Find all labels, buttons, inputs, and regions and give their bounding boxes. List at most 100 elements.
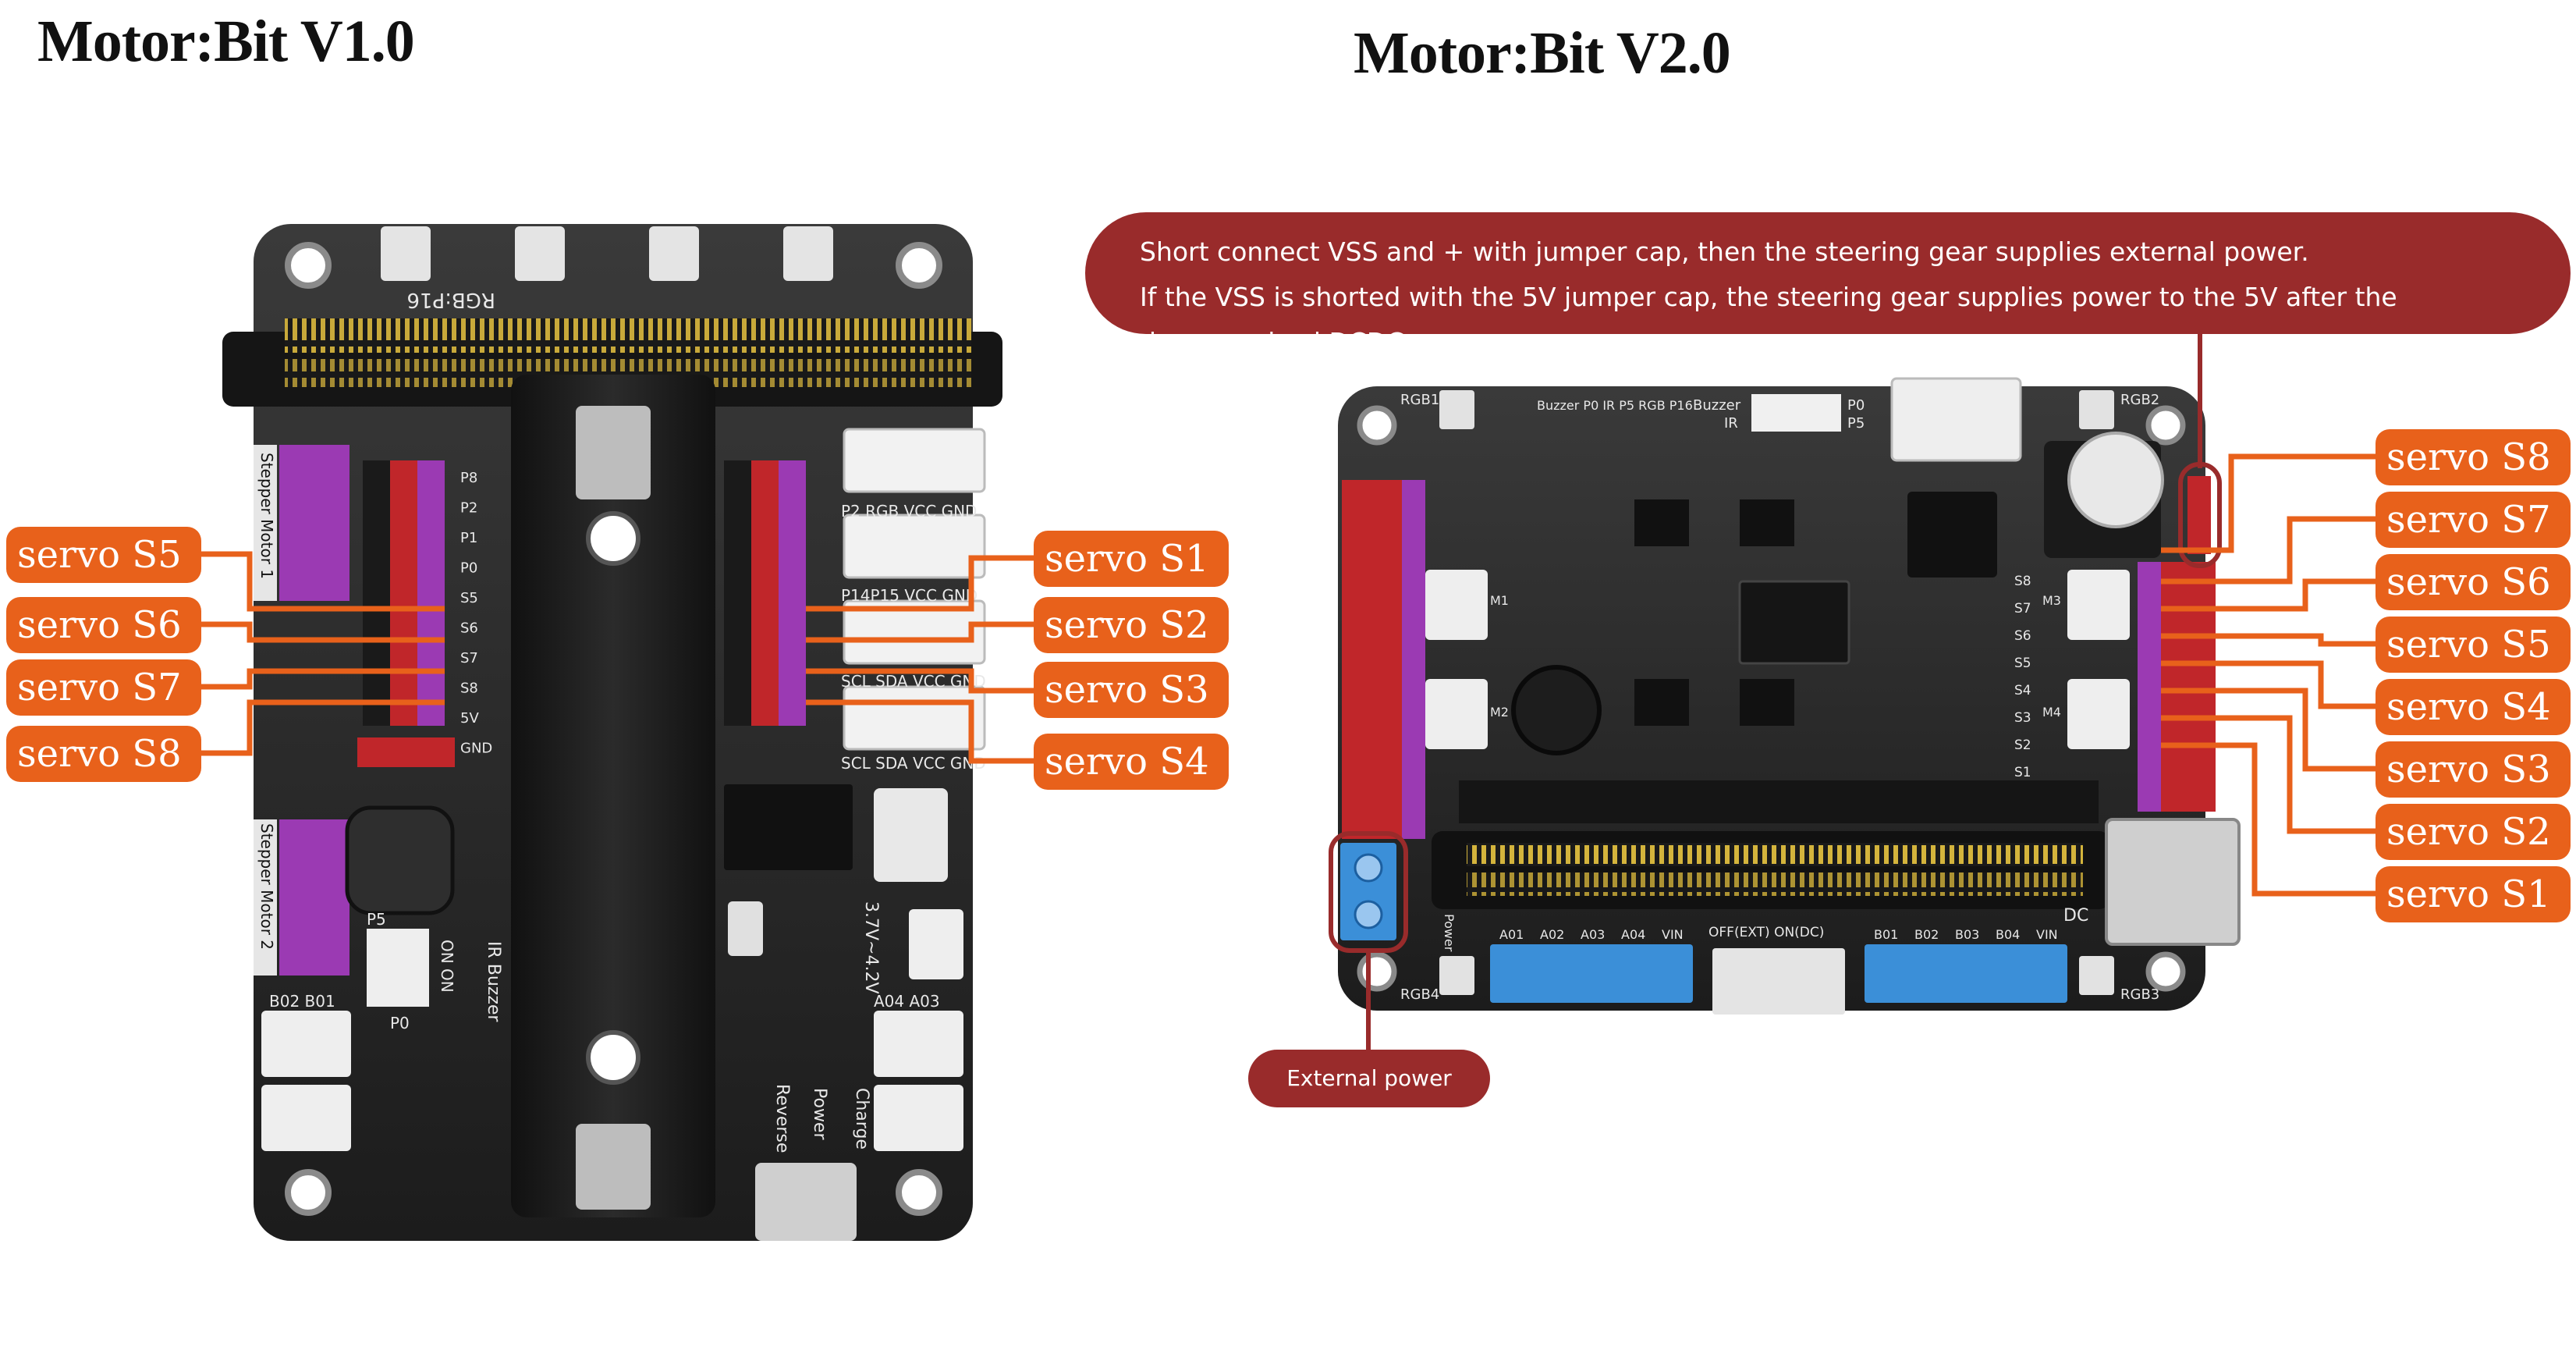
v2-terminal-a-label: A03 — [1581, 927, 1605, 942]
v1-battery-silk: 3.7V~4.2V — [861, 901, 881, 994]
v1-a-left-silk: A04 A03 — [874, 992, 940, 1011]
leader-v2-s3 — [2161, 688, 2376, 772]
v1-b-left-silk: B02 B01 — [269, 992, 335, 1011]
v1-conn-a04a03-b — [874, 1085, 963, 1151]
board-v1: RGB:P16 Stepper Motor 1 Stepper Motor 2 … — [222, 224, 1002, 1241]
mount-hole-icon — [2145, 951, 2186, 992]
v2-buzzer-silk: Buzzer — [1693, 397, 1741, 414]
leader-v2-s1 — [2161, 742, 2376, 897]
v1-left-vcc-col — [390, 460, 417, 726]
v1-dip-switch — [367, 929, 429, 1007]
v1-pin-label: S6 — [460, 620, 478, 637]
battery-hole-icon — [586, 511, 640, 566]
rgb-led-icon — [1439, 390, 1474, 429]
v2-servo-pin-label: S7 — [2014, 601, 2031, 617]
v2-terminal-a-label: VIN — [1662, 927, 1684, 942]
v2-terminal-b-label: B02 — [1914, 927, 1939, 942]
v1-charge-silk: Charge — [852, 1088, 871, 1150]
v2-chip-2 — [1907, 492, 1997, 577]
v2-rgb4-silk: RGB4 — [1400, 986, 1439, 1003]
v2-main-chip — [1738, 580, 1850, 665]
v1-label-s8: servo S8 — [6, 726, 201, 782]
jumper-pins — [2187, 476, 2211, 554]
leader-s3 — [806, 668, 1034, 694]
v2-m2-silk: M2 — [1490, 705, 1509, 720]
v1-i2c-a-silk: SCL SDA VCC GND — [841, 672, 986, 691]
v2-conn-m2 — [1425, 679, 1488, 749]
v2-rgb3-silk: RGB3 — [2120, 986, 2159, 1003]
leader-v2-s6 — [2161, 578, 2376, 612]
stepper1-label-bg — [254, 445, 277, 601]
v2-switch-silk: OFF(EXT) ON(DC) — [1708, 925, 1824, 940]
v1-pin-label: S7 — [460, 650, 478, 666]
v1-pin-label: P1 — [460, 530, 477, 546]
v1-battery-indicator — [728, 901, 763, 956]
v1-right-vcc-col — [751, 460, 779, 726]
v1-label-s4: servo S4 — [1034, 734, 1229, 790]
mount-hole-icon — [896, 242, 942, 289]
v1-i2c-b-silk: SCL SDA VCC GND — [841, 754, 986, 773]
v2-label-s1: servo S1 — [2376, 866, 2571, 922]
v1-leader-lines — [199, 551, 1034, 764]
v1-label-s7: servo S7 — [6, 659, 201, 716]
v2-label-s2: servo S2 — [2376, 804, 2571, 860]
v1-pin-label: P2 — [460, 500, 477, 517]
external-power-note: External power supply — [1248, 1050, 1490, 1149]
v1-ir-buzzer-silk: IR Buzzer — [484, 941, 503, 1022]
leader-s5 — [199, 551, 445, 612]
jumper-note-line2: If the VSS is shorted with the 5V jumper… — [1140, 282, 2397, 357]
mount-hole-icon — [2145, 405, 2186, 446]
v2-label-s7: servo S7 — [2376, 492, 2571, 548]
v1-inductor — [345, 805, 455, 915]
leader-s6 — [199, 621, 445, 643]
mount-hole-icon — [896, 1169, 942, 1216]
v1-conn-rgb — [843, 428, 986, 493]
v2-conn-m1 — [1425, 570, 1488, 640]
v2-conn-m4 — [2067, 679, 2130, 749]
v1-pin-label: S8 — [460, 681, 478, 697]
v2-power-switch[interactable] — [1712, 948, 1845, 1015]
v2-p0-silk: P0 — [1847, 397, 1865, 414]
screw-icon — [1354, 853, 1383, 883]
v1-label-s2: servo S2 — [1034, 597, 1229, 653]
v1-conn-i2c-a — [843, 599, 986, 665]
v1-usb-port — [755, 1163, 857, 1241]
v1-rgb-silk: RGB:P16 — [406, 288, 495, 311]
v1-power-silk: Power — [810, 1088, 829, 1140]
rgb-led-icon — [2079, 390, 2114, 429]
v2-terminal-b-label: B04 — [1996, 927, 2020, 942]
rgb-led-icon — [783, 226, 833, 281]
leader-s1 — [806, 555, 1034, 612]
leader-v2-s5 — [2161, 633, 2376, 647]
mount-hole-icon — [1357, 405, 1397, 446]
leader-s7 — [199, 668, 445, 690]
v2-m4-silk: M4 — [2042, 705, 2061, 720]
v2-terminal-a-label: A04 — [1621, 927, 1645, 942]
v1-right-gnd-col — [724, 460, 751, 726]
v2-ir-silk: IR — [1724, 415, 1738, 432]
v1-battery-conn — [909, 909, 963, 979]
leader-s2 — [806, 621, 1034, 643]
v1-on-on-silk: ON ON — [438, 940, 456, 993]
v1-label-s1: servo S1 — [1034, 531, 1229, 587]
buzzer-icon — [2067, 432, 2164, 528]
title-v2: Motor:Bit V2.0 — [1354, 20, 1731, 86]
v2-chip-3 — [1634, 499, 1689, 546]
v2-edge-slot — [1459, 780, 2099, 823]
leader-v2-s8 — [2161, 453, 2376, 553]
v1-left-gnd-col — [363, 460, 390, 726]
v2-rgb2-silk: RGB2 — [2120, 392, 2159, 408]
stepper2-header — [279, 819, 349, 976]
leader-s8 — [199, 699, 445, 756]
v2-servo-pin-label: S1 — [2014, 765, 2031, 780]
v1-gold-pins — [285, 318, 971, 353]
jumper-note: Short connect VSS and + with jumper cap,… — [1085, 212, 2571, 357]
v2-servo-pin-label: S4 — [2014, 683, 2031, 698]
v1-left-sig-col — [417, 460, 445, 726]
v1-pin-label: P8 — [460, 470, 477, 486]
v2-leader-lines — [2161, 453, 2376, 897]
mount-hole-icon — [285, 1169, 332, 1216]
v1-right-sig-col — [779, 460, 806, 726]
v1-conn-p14p15 — [843, 514, 986, 579]
